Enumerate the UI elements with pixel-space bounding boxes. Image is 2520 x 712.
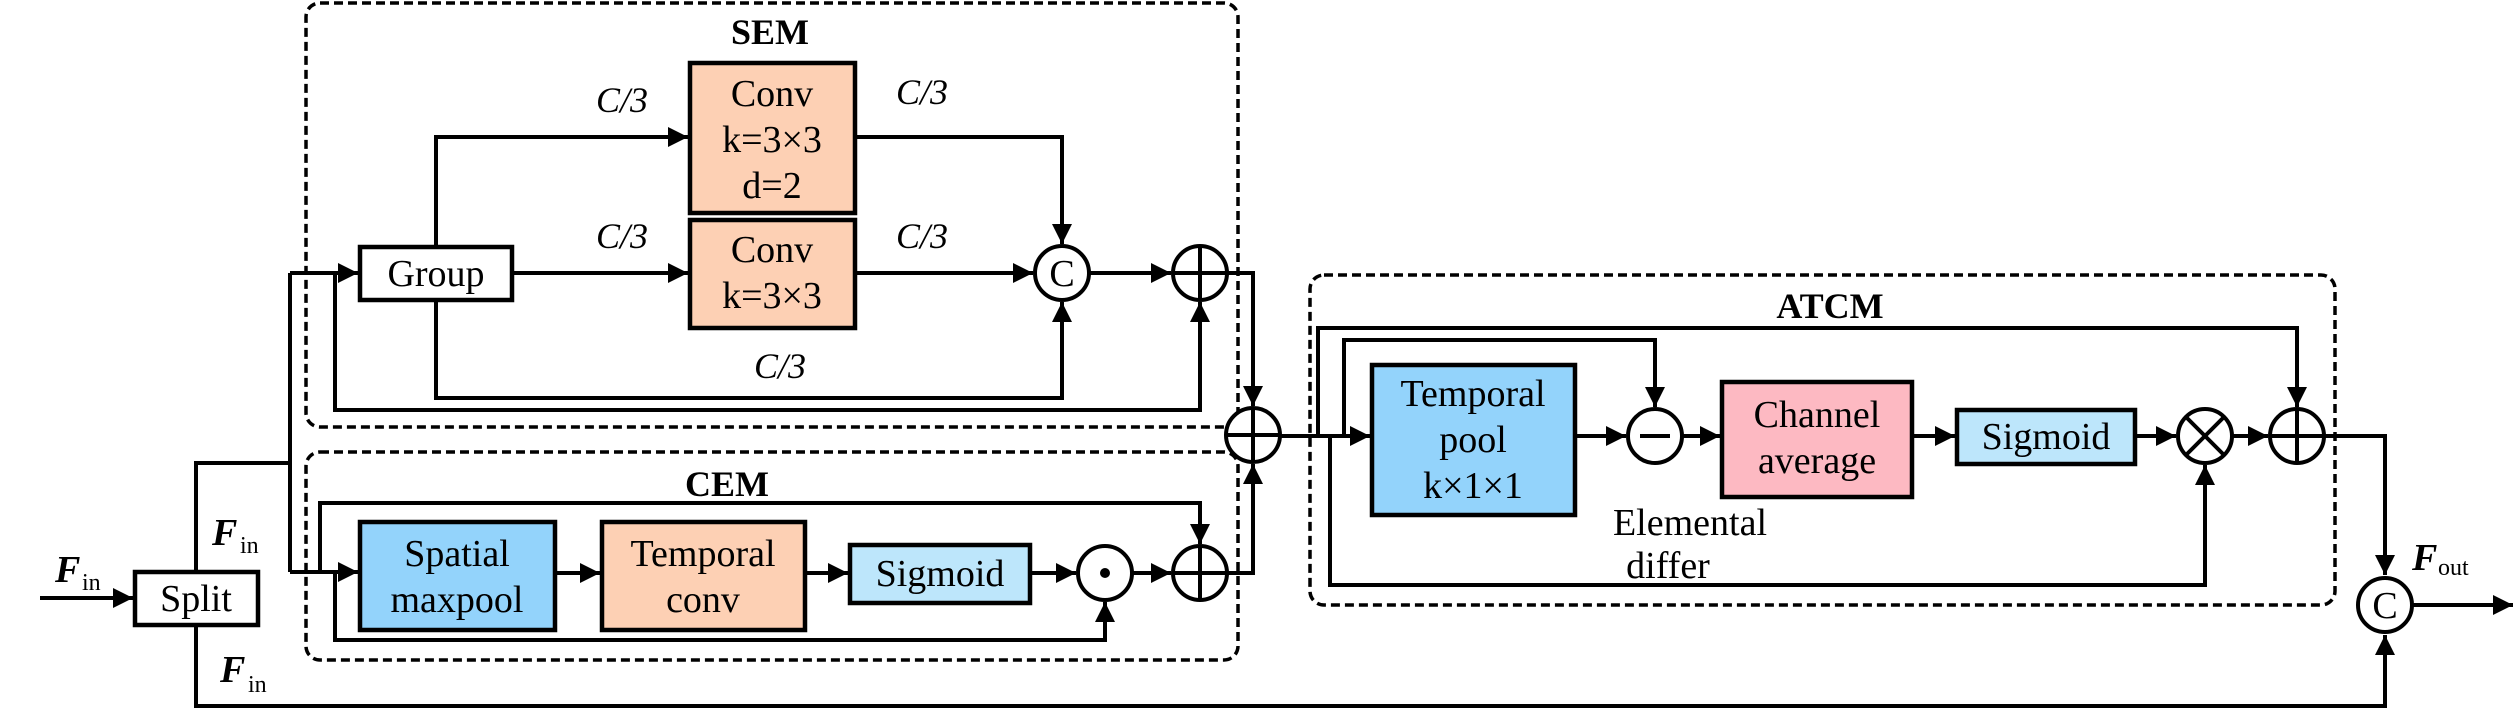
sem-residual-wire [333, 273, 1210, 412]
temporal-pool-block [1369, 362, 1578, 518]
svg-text:in: in [248, 672, 267, 698]
sem-add-icon [1171, 244, 1229, 302]
output-label: F out [2411, 537, 2469, 581]
group-to-concat-wire [434, 300, 1072, 400]
atcm-add-icon [2268, 407, 2326, 465]
split-bottom-label: F in [219, 649, 267, 698]
spatial-line1: Spatial [404, 533, 510, 575]
atcm-sigmoid-label: Sigmoid [1982, 416, 2111, 458]
atcm-title: ATCM [1776, 286, 1883, 326]
svg-text:F: F [211, 512, 237, 554]
channel-avg-line2: average [1758, 440, 1876, 482]
svg-text:C/3: C/3 [596, 80, 648, 120]
cem-sigmoid-block [847, 542, 1033, 606]
conv-dilated-line3: d=2 [742, 165, 801, 207]
conv-line1: Conv [731, 229, 813, 271]
svg-text:differ: differ [1626, 545, 1710, 587]
svg-text:C/3: C/3 [596, 216, 648, 256]
cem-add-icon [1171, 544, 1229, 602]
atcm-to-concat-wire [2324, 434, 2395, 575]
temporal-conv-line2: conv [666, 579, 740, 621]
atcm-outer-skip-wire [1316, 326, 2307, 436]
channel-average-block [1719, 379, 1915, 500]
group-label: Group [387, 253, 484, 295]
spatial-maxpool-block [357, 519, 558, 633]
svg-text:C: C [1049, 253, 1074, 295]
hadamard-icon [1076, 544, 1134, 602]
svg-text:C: C [2372, 585, 2397, 627]
split-label: Split [160, 578, 232, 620]
multiply-icon [2176, 407, 2234, 465]
svg-text:F: F [54, 549, 80, 591]
cem-title: CEM [685, 464, 769, 504]
sem-module-box [304, 1, 1240, 429]
cem-module-box [304, 450, 1240, 662]
conv-block [687, 217, 858, 331]
final-concat-op: C [2356, 576, 2414, 634]
temporal-conv-block [599, 519, 808, 633]
svg-text:C/3: C/3 [896, 216, 948, 256]
channel-avg-line1: Channel [1754, 394, 1881, 436]
sem-to-merge-wire [1227, 271, 1263, 406]
cem-bottom-skip-wire [333, 572, 1115, 642]
svg-text:F: F [2411, 537, 2437, 579]
temporal-pool-line1: Temporal [1400, 373, 1545, 415]
spatial-line2: maxpool [391, 579, 524, 621]
svg-text:F: F [219, 649, 245, 691]
atcm-mult-skip-wire [1328, 436, 2215, 587]
svg-text:Elemental: Elemental [1613, 502, 1767, 544]
cem-to-merge-wire [1227, 464, 1263, 575]
sem-title: SEM [731, 12, 809, 52]
svg-text:C/3: C/3 [754, 346, 806, 386]
conv-dilated-line1: Conv [731, 73, 813, 115]
sem-split-labels: C/3 C/3 C/3 C/3 C/3 [596, 72, 948, 386]
atcm-module-box [1308, 273, 2337, 607]
temporal-conv-line1: Temporal [630, 533, 775, 575]
input-label: F in [54, 549, 101, 596]
conv-dilated-block [687, 60, 858, 216]
elemental-differ-label: Elemental differ [1613, 502, 1767, 587]
svg-text:in: in [240, 533, 259, 559]
svg-text:in: in [82, 570, 101, 596]
merge-add-icon [1224, 406, 1282, 464]
cem-top-skip-wire [318, 501, 1210, 572]
group-to-conv1-wire [434, 127, 688, 247]
conv1-to-concat-wire [855, 135, 1072, 244]
split-top-label: F in [211, 512, 259, 559]
conv-line2: k=3×3 [722, 275, 822, 317]
atcm-diff-skip-wire [1342, 338, 1665, 436]
split-top-wire [194, 461, 290, 572]
cem-sigmoid-label: Sigmoid [876, 553, 1005, 595]
conv-dilated-line2: k=3×3 [722, 119, 822, 161]
sem-concat-op: C [1033, 244, 1091, 302]
subtract-icon [1626, 407, 1684, 465]
split-bottom-wire [194, 625, 2395, 708]
svg-text:C/3: C/3 [896, 72, 948, 112]
svg-text:out: out [2438, 555, 2469, 581]
temporal-pool-line3: k×1×1 [1423, 465, 1523, 507]
temporal-pool-line2: pool [1439, 419, 1507, 461]
